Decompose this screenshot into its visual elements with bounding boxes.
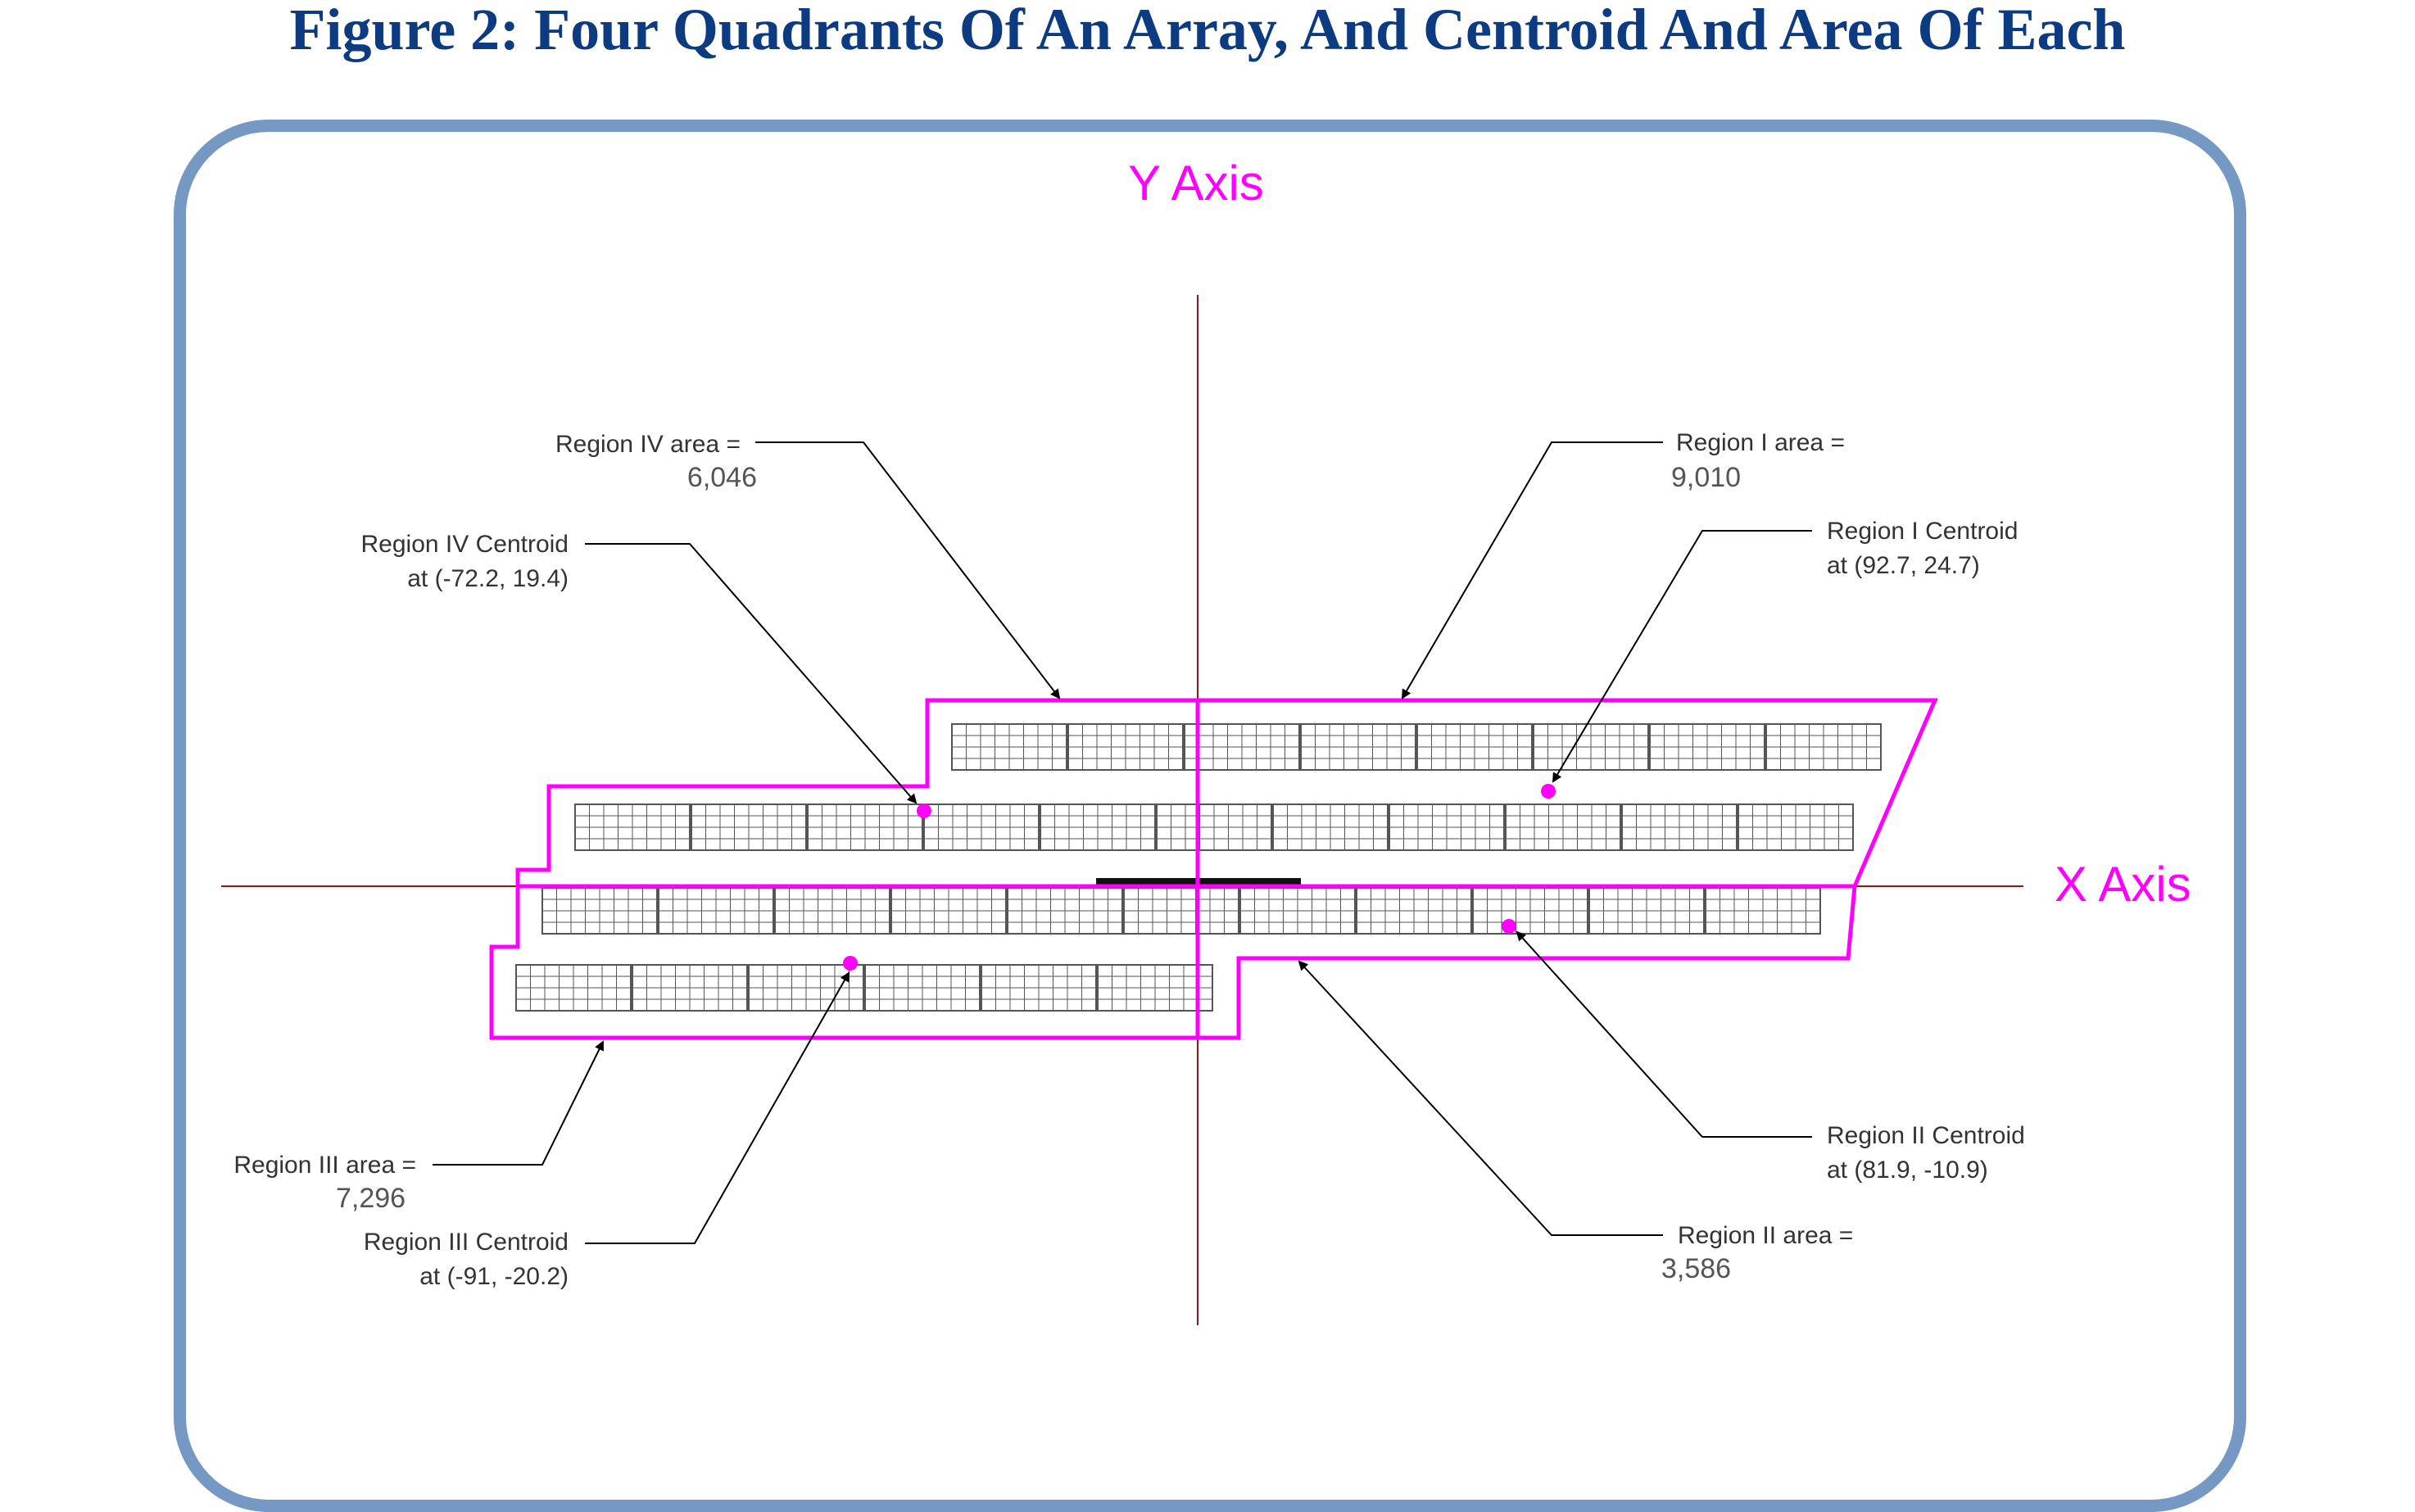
- region-3-centroid-leader: [585, 971, 850, 1244]
- region-3-area-value: 7,296: [336, 1183, 406, 1214]
- panel-block: [1123, 887, 1239, 935]
- panel-block: [748, 964, 864, 1012]
- panel-block: [1533, 723, 1649, 771]
- panel-block: [1156, 804, 1272, 851]
- panel-block: [951, 723, 1067, 771]
- region-1-outline: [1195, 698, 1938, 889]
- region-2-area-leader: [1298, 960, 1663, 1236]
- panel-block: [1184, 723, 1300, 771]
- panel-block: [1097, 964, 1213, 1012]
- panel-block: [1272, 804, 1389, 851]
- region-3-area-leader: [433, 1040, 604, 1166]
- region-4-centroid-leader: [585, 543, 918, 804]
- region-outlines: [489, 698, 1938, 1040]
- panel-row-4: [515, 964, 1213, 1012]
- region-2-centroid-label: Region II Centroid: [1827, 1122, 2025, 1149]
- region-1-centroid-dot: [1541, 784, 1556, 799]
- panel-row-2: [574, 804, 1854, 851]
- panel-block: [1505, 804, 1621, 851]
- panel-block: [774, 887, 890, 935]
- region-2-centroid-dot: [1502, 919, 1516, 934]
- panel-block: [1416, 723, 1533, 771]
- panel-block: [632, 964, 748, 1012]
- panel-block: [981, 964, 1097, 1012]
- panel-row-3: [541, 887, 1821, 935]
- region-1-area-leader: [1401, 441, 1663, 699]
- panel-block: [1300, 723, 1416, 771]
- region-2-centroid-leader: [1516, 930, 1812, 1138]
- region-3-centroid-dot: [843, 956, 858, 971]
- x-axis-label: X Axis: [2055, 857, 2191, 912]
- panel-block: [1040, 804, 1156, 851]
- region-4-area-leader: [755, 441, 1061, 699]
- panel-block: [515, 964, 632, 1012]
- region-2-area-label: Region II area =: [1678, 1222, 1853, 1249]
- region-3-centroid-coords: at (-91, -20.2): [419, 1263, 569, 1290]
- panel-block: [1472, 887, 1588, 935]
- panel-block: [541, 887, 658, 935]
- panel-block: [1067, 723, 1184, 771]
- quadrant-diagram: Y Axis X Axis Region IV area = 6,046 Reg…: [221, 156, 2191, 1325]
- panel-block: [890, 887, 1007, 935]
- panel-block: [864, 964, 981, 1012]
- region-4-outline: [515, 698, 1200, 889]
- region-3-area-label: Region III area =: [233, 1152, 416, 1179]
- panel-block: [691, 804, 807, 851]
- region-1-area-label: Region I area =: [1676, 429, 1845, 456]
- region-1-centroid-leader: [1552, 530, 1812, 783]
- figure-title: Figure 2: Four Quadrants Of An Array, An…: [289, 0, 2126, 62]
- panel-block: [1705, 887, 1821, 935]
- panel-block: [1588, 887, 1705, 935]
- panel-block: [1621, 804, 1738, 851]
- region-2-area-value: 3,586: [1661, 1253, 1731, 1284]
- panel-block: [1649, 723, 1765, 771]
- panel-block: [574, 804, 691, 851]
- region-4-centroid-coords: at (-72.2, 19.4): [407, 565, 569, 592]
- y-axis-label: Y Axis: [1128, 156, 1264, 211]
- panel-block: [923, 804, 1040, 851]
- region-3-centroid-label: Region III Centroid: [364, 1229, 569, 1256]
- region-4-centroid-dot: [917, 804, 931, 818]
- region-2-centroid-coords: at (81.9, -10.9): [1827, 1157, 1988, 1184]
- region-4-area-value: 6,046: [687, 462, 757, 493]
- region-4-centroid-label: Region IV Centroid: [361, 531, 569, 558]
- region-4-area-label: Region IV area =: [555, 431, 741, 458]
- panel-row-1: [951, 723, 1882, 771]
- panel-block: [1389, 804, 1505, 851]
- panel-block: [807, 804, 923, 851]
- panel-block: [1738, 804, 1854, 851]
- region-1-centroid-coords: at (92.7, 24.7): [1827, 552, 1980, 579]
- panel-block: [658, 887, 774, 935]
- panel-block: [1239, 887, 1356, 935]
- panel-block: [1356, 887, 1472, 935]
- panel-block: [1765, 723, 1882, 771]
- panel-block: [1007, 887, 1123, 935]
- region-1-centroid-label: Region I Centroid: [1827, 518, 2018, 545]
- region-1-area-value: 9,010: [1671, 462, 1741, 493]
- region-2-outline: [1195, 884, 1857, 1040]
